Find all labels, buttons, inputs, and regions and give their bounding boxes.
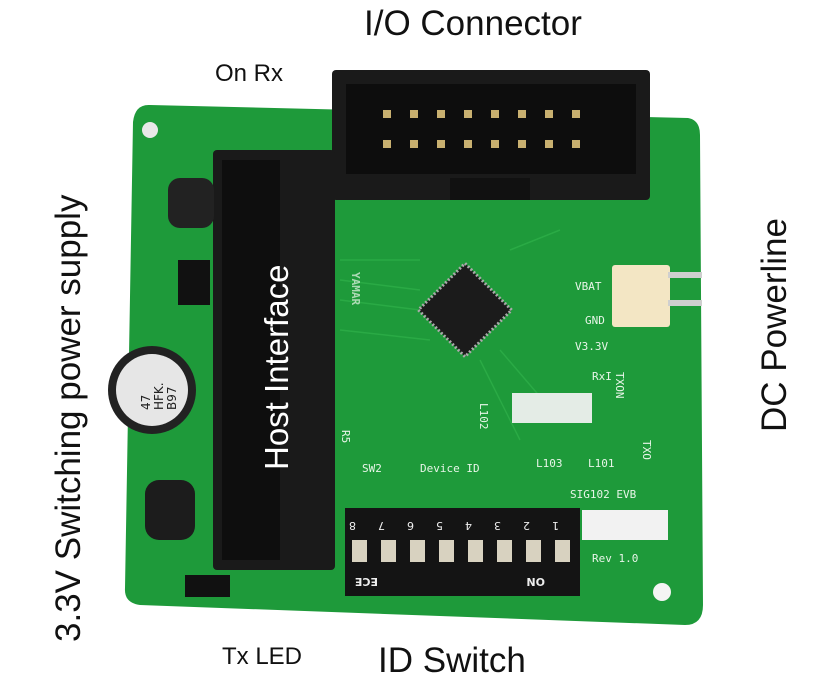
inductor	[168, 178, 214, 228]
io-connector-label: I/O Connector	[364, 4, 582, 43]
logo-yamar: YAMAR	[349, 272, 362, 305]
on-rx-label: On Rx	[215, 60, 283, 87]
sw2-label: SW2	[362, 462, 382, 475]
mount-hole	[142, 122, 158, 138]
io-pins	[383, 110, 580, 148]
host-interface-label: Host Interface	[258, 265, 295, 470]
inductor	[145, 480, 195, 540]
switch-number: 2	[523, 519, 530, 532]
pin-vbat: VBAT	[575, 280, 602, 293]
pcb-traces	[339, 229, 561, 441]
tx-led-header	[185, 575, 230, 597]
switch-number: 4	[465, 519, 472, 532]
power-supply-label: 3.3V Switching power supply	[49, 194, 88, 642]
txon-label: TXON	[613, 372, 626, 399]
l103-label: L103	[536, 457, 563, 470]
rx-led-label: RxI	[592, 370, 612, 383]
pin-gnd: GND	[585, 314, 605, 327]
device-id-label: Device ID	[420, 462, 480, 475]
switch-number: 7	[378, 519, 385, 532]
switch-brand: ECE	[355, 575, 378, 588]
txo-label: TXO	[640, 440, 653, 460]
tx-led-label: Tx LED	[222, 643, 302, 670]
switch-number: 3	[494, 519, 501, 532]
capacitor-marking: 47HFK.B97	[139, 382, 179, 410]
switch-number: 1	[552, 519, 559, 532]
led-block	[512, 393, 592, 423]
l102-label: L102	[477, 403, 490, 430]
diode	[178, 260, 210, 305]
dc-power-connector	[612, 265, 670, 327]
switch-number: 5	[436, 519, 443, 532]
board-name: SIG102 EVB	[570, 488, 637, 501]
revision-label: Rev 1.0	[592, 552, 638, 565]
mcu-chip	[416, 261, 514, 359]
switch-number: 6	[407, 519, 414, 532]
id-switch-label: ID Switch	[378, 641, 526, 680]
dip-switch: 8 7 6 5 4 3 2 1 ECE ON	[345, 508, 580, 596]
l101-label: L101	[588, 457, 615, 470]
label-blank	[582, 510, 668, 540]
r5-label: R5	[339, 430, 352, 443]
mount-hole	[653, 583, 671, 601]
switch-number: 8	[349, 519, 356, 532]
pin-3v3: V3.3V	[575, 340, 608, 353]
dc-powerline-label: DC Powerline	[755, 218, 794, 432]
switch-on: ON	[526, 575, 545, 588]
